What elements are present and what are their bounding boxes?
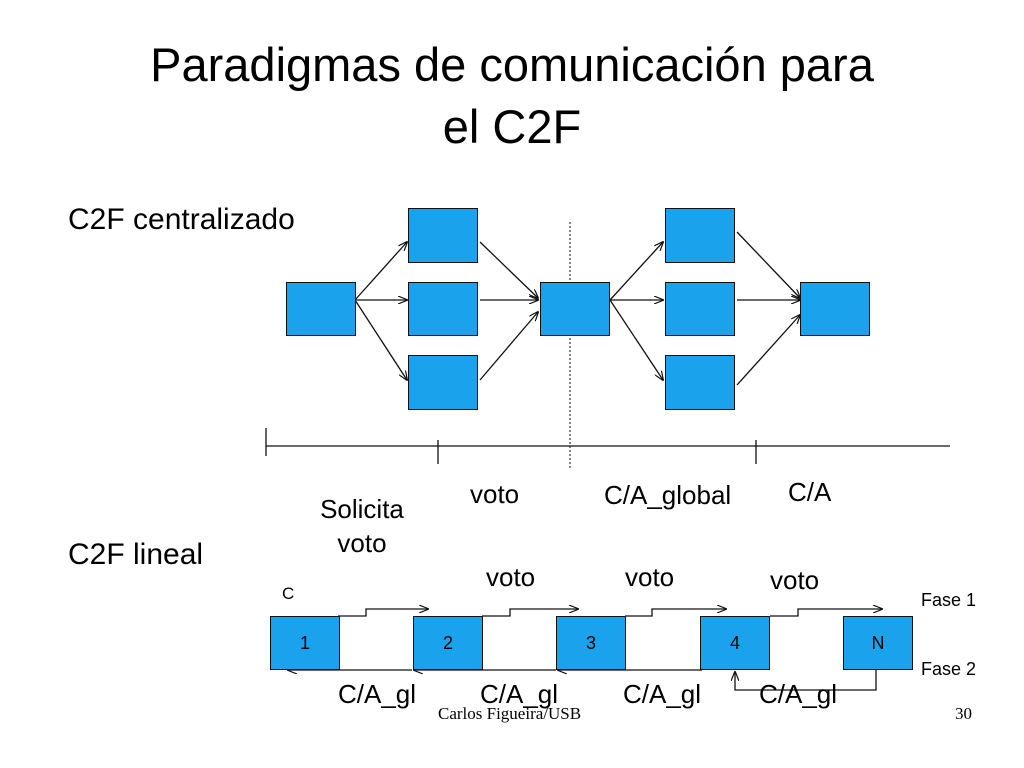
label-voto-1: voto (486, 562, 536, 592)
participant-node-top (665, 208, 735, 263)
label-c: C (282, 584, 295, 603)
phase2-arrows (288, 670, 877, 691)
label-ca: C/A (788, 477, 832, 507)
voter-node-bottom (408, 355, 478, 410)
chain-node-3: 3 (556, 616, 626, 670)
footer-author: Carlos Figueira/USB (438, 704, 582, 723)
coordinator-node (540, 282, 610, 336)
voter-node-middle (408, 282, 478, 336)
phase1-arrows (338, 609, 882, 617)
source-node (286, 282, 356, 336)
title-line-2: el C2F (442, 100, 582, 153)
slide-title: Paradigmas de comunicación para el C2F (40, 34, 984, 158)
footer-page-number: 30 (955, 704, 972, 723)
label-ca-global: C/A_global (604, 480, 732, 510)
chain-node-n: N (843, 616, 913, 670)
chain-node-2: 2 (413, 616, 483, 670)
label-fase-2: Fase 2 (921, 659, 977, 679)
fanout-arrows-2 (609, 242, 663, 380)
sink-node (800, 282, 870, 336)
chain-node-1: 1 (270, 616, 340, 670)
label-voto-central: voto (470, 479, 520, 509)
label-ca-gl-1: C/A_gl (338, 679, 417, 709)
label-voto-3: voto (770, 565, 820, 595)
fanin-arrows-1 (479, 241, 538, 381)
label-fase-1: Fase 1 (921, 590, 977, 610)
heading-centralizado: C2F centralizado (68, 203, 295, 236)
label-solicita-voto: Solicita voto (302, 492, 422, 560)
heading-lineal: C2F lineal (68, 538, 204, 571)
label-ca-gl-3: C/A_gl (623, 679, 702, 709)
fanout-arrows-1 (354, 242, 407, 380)
participant-node-middle (665, 282, 735, 336)
label-voto-2: voto (625, 562, 675, 592)
timeline (265, 428, 950, 464)
fanin-arrows-2 (736, 231, 800, 386)
label-ca-gl-4: C/A_gl (759, 679, 838, 709)
voter-node-top (408, 208, 478, 263)
title-line-1: Paradigmas de comunicación para (150, 38, 874, 91)
participant-node-bottom (665, 355, 735, 410)
label-solicita: Solicita (320, 494, 404, 524)
label-ca-gl-2: C/A_gl (480, 679, 559, 709)
chain-node-4: 4 (700, 616, 770, 670)
label-solicita-voto-2: voto (337, 528, 387, 558)
